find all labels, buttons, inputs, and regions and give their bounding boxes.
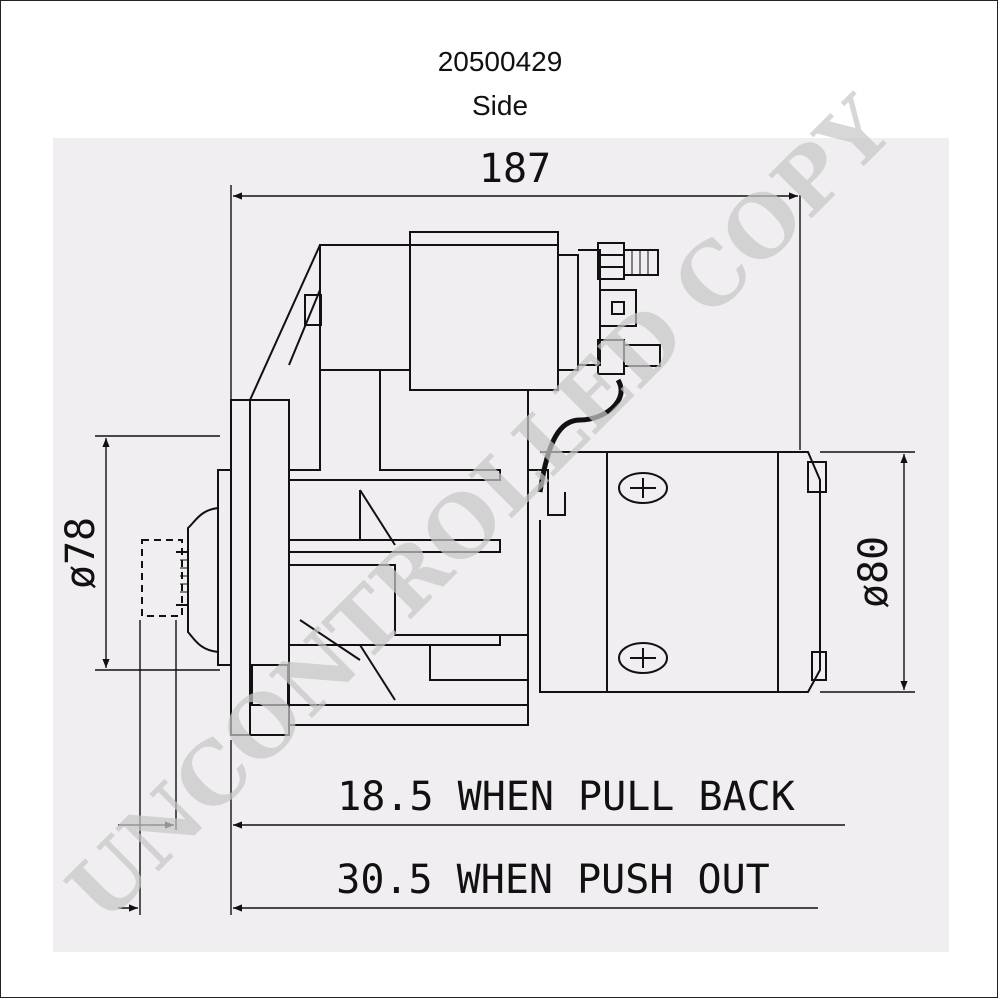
dimension-lines	[95, 185, 915, 915]
field-lead	[537, 378, 624, 493]
dim-push-out: 30.5 WHEN PUSH OUT	[336, 857, 769, 903]
signal-terminal	[599, 289, 637, 327]
terminal-nut	[597, 242, 625, 280]
part-number: 20500429	[437, 46, 563, 77]
through-bolt	[289, 539, 501, 553]
mounting-flange	[230, 399, 290, 736]
dim-flange-diameter: ø78	[58, 517, 104, 589]
motor-yoke	[539, 451, 779, 693]
solenoid-body	[409, 231, 559, 391]
flange-boss	[251, 664, 289, 706]
yoke-screw-bottom	[618, 642, 668, 674]
dim-pull-back: 18.5 WHEN PULL BACK	[337, 774, 795, 820]
pinion-gear	[141, 539, 183, 617]
lever-housing	[289, 244, 410, 471]
yoke-screw-top	[618, 472, 668, 504]
end-cover-nut-top	[807, 461, 827, 493]
end-cover-nut-bottom	[811, 651, 827, 681]
view-label: Side	[471, 90, 529, 121]
nose-cone	[187, 507, 219, 653]
dim-body-diameter: ø80	[851, 536, 897, 608]
field-terminal	[597, 339, 625, 375]
dim-overall-length: 187	[479, 146, 551, 192]
solenoid-cap	[558, 254, 579, 371]
end-cover	[778, 451, 821, 693]
terminal-stud	[624, 249, 659, 276]
starter-motor	[141, 231, 827, 736]
nose-housing	[217, 469, 231, 666]
pivot-bolt	[304, 294, 322, 326]
